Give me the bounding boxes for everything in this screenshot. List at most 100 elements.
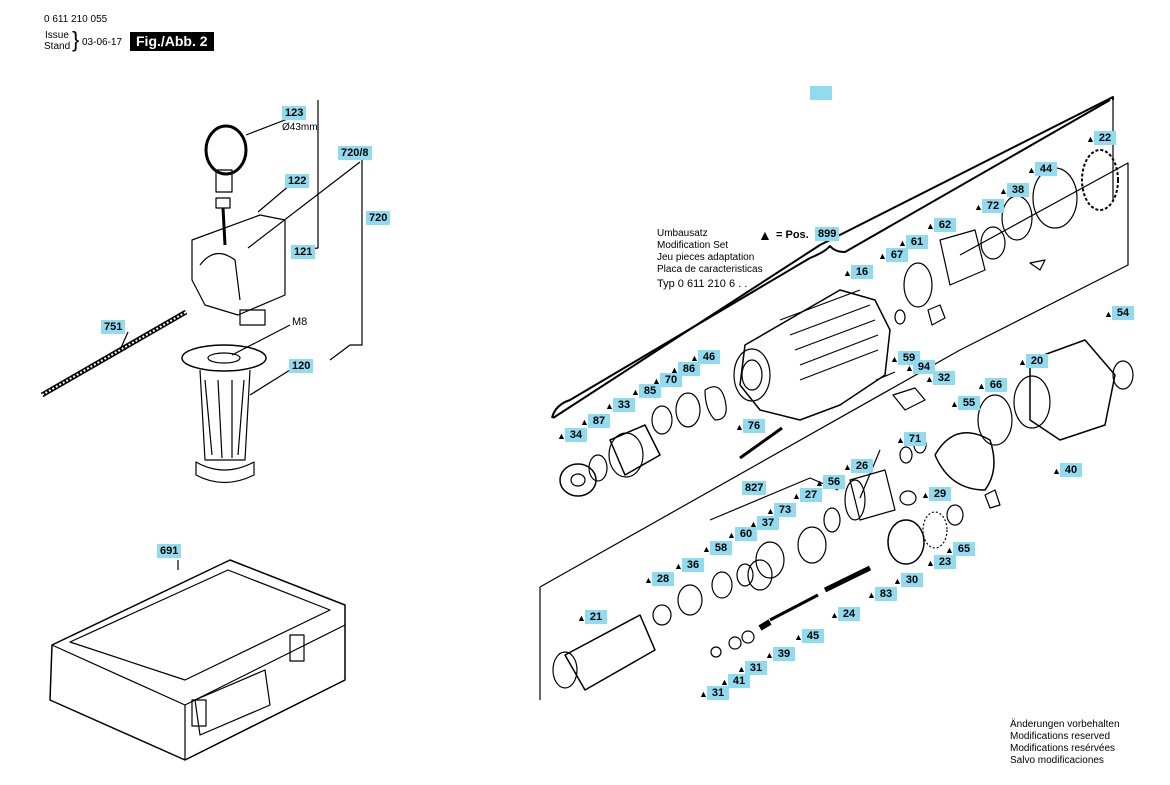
part-label: 39 bbox=[773, 647, 795, 661]
triangle-icon: ▲ bbox=[699, 689, 708, 699]
part-label: 16 bbox=[851, 265, 873, 279]
part-label: 54 bbox=[1112, 306, 1134, 320]
triangle-icon: ▲ bbox=[898, 238, 907, 248]
callout-720-8: 720/8 bbox=[338, 146, 372, 160]
issue-brace: } bbox=[72, 27, 80, 52]
triangle-icon: ▲ bbox=[792, 491, 801, 501]
callout-121: 121 bbox=[291, 245, 316, 259]
mod-line-2: Modification Set bbox=[657, 240, 729, 251]
footer-line-1: Änderungen vorbehalten bbox=[1010, 719, 1120, 730]
leader-720-8 bbox=[247, 161, 361, 249]
part-label: 61 bbox=[906, 235, 928, 249]
part-label: 44 bbox=[1035, 162, 1057, 176]
triangle-icon: ▲ bbox=[674, 561, 683, 571]
triangle-icon: ▲ bbox=[945, 545, 954, 555]
part-label: 46 bbox=[698, 350, 720, 364]
part-label: 94 bbox=[913, 360, 935, 374]
part-label: 31 bbox=[745, 661, 767, 675]
triangle-icon: ▲ bbox=[926, 558, 935, 568]
part-label: 45 bbox=[802, 629, 824, 643]
leader-m8 bbox=[231, 324, 291, 356]
leader-123 bbox=[245, 117, 291, 136]
triangle-icon: ▲ bbox=[644, 575, 653, 585]
mod-line-3: Jeu pieces adaptation bbox=[657, 252, 755, 263]
triangle-icon: ▲ bbox=[727, 530, 736, 540]
triangle-icon: ▲ bbox=[652, 376, 661, 386]
triangle-icon: ▲ bbox=[690, 353, 699, 363]
triangle-icon: ▲ bbox=[925, 374, 934, 384]
leader-120 bbox=[249, 369, 291, 396]
part-label: 36 bbox=[682, 558, 704, 572]
part-label: 33 bbox=[613, 398, 635, 412]
stand-label: Stand bbox=[44, 41, 71, 52]
part-label: 26 bbox=[851, 459, 873, 473]
triangle-icon: ▲ bbox=[794, 632, 803, 642]
part-label: 40 bbox=[1060, 463, 1082, 477]
part-label: 73 bbox=[774, 503, 796, 517]
triangle-icon: ▲ bbox=[830, 610, 839, 620]
triangle-icon: ▲ bbox=[1052, 466, 1061, 476]
triangle-icon: ▲ bbox=[702, 544, 711, 554]
part-label: 38 bbox=[1007, 183, 1029, 197]
triangle-icon: ▲ bbox=[843, 268, 852, 278]
triangle-icon: ▲ bbox=[766, 506, 775, 516]
part-label: 72 bbox=[982, 199, 1004, 213]
part-label: 30 bbox=[901, 573, 923, 587]
footer-line-3: Modifications resérvées bbox=[1010, 743, 1116, 754]
triangle-icon: ▲ bbox=[1027, 165, 1036, 175]
triangle-icon: ▲ bbox=[1104, 309, 1113, 319]
triangle-icon: ▲ bbox=[580, 417, 589, 427]
triangle-icon: ▲ bbox=[577, 613, 586, 623]
mod-line-1: Umbausatz bbox=[657, 228, 708, 239]
part-label: 85 bbox=[639, 384, 661, 398]
part-label: 20 bbox=[1026, 354, 1048, 368]
part-label: 23 bbox=[934, 555, 956, 569]
figure-tag: Fig./Abb. 2 bbox=[130, 32, 214, 51]
triangle-icon: ▲ bbox=[890, 354, 899, 364]
leader-122 bbox=[257, 184, 291, 213]
triangle-icon: ▲ bbox=[999, 186, 1008, 196]
blank-marker bbox=[810, 86, 832, 100]
part-label: 65 bbox=[953, 542, 975, 556]
part-label: 87 bbox=[588, 414, 610, 428]
part-label: 22 bbox=[1094, 131, 1116, 145]
part-label: 60 bbox=[735, 527, 757, 541]
part-label: 58 bbox=[710, 541, 732, 555]
triangle-icon: ▲ bbox=[878, 251, 887, 261]
callout-720: 720 bbox=[366, 211, 391, 225]
part-label: 28 bbox=[652, 572, 674, 586]
part-label: 21 bbox=[585, 610, 607, 624]
part-label: 62 bbox=[934, 218, 956, 232]
triangle-icon: ▲ bbox=[896, 435, 905, 445]
triangle-icon: ▲ bbox=[1086, 134, 1095, 144]
thread-note: M8 bbox=[292, 316, 308, 328]
callout-120: 120 bbox=[289, 359, 314, 373]
mod-line-4: Placa de caracteristicas bbox=[657, 264, 763, 275]
part-label: 71 bbox=[904, 432, 926, 446]
triangle-icon: ▲ bbox=[867, 590, 876, 600]
triangle-icon: ▲ bbox=[749, 519, 758, 529]
part-label: 67 bbox=[886, 248, 908, 262]
part-label: 41 bbox=[728, 674, 750, 688]
part-label: 29 bbox=[929, 487, 951, 501]
triangle-icon: ▲ bbox=[631, 387, 640, 397]
part-label: 83 bbox=[875, 587, 897, 601]
part-label: 56 bbox=[823, 475, 845, 489]
part-label: 31 bbox=[707, 686, 729, 700]
part-label: 37 bbox=[757, 516, 779, 530]
triangle-icon: ▲ bbox=[720, 677, 729, 687]
part-label: 34 bbox=[565, 428, 587, 442]
part-label: 86 bbox=[678, 362, 700, 376]
issue-date: 03-06-17 bbox=[82, 37, 123, 48]
mod-pos-text: = Pos. bbox=[776, 229, 809, 241]
triangle-icon: ▲ bbox=[950, 399, 959, 409]
callout-122: 122 bbox=[285, 174, 310, 188]
part-label: 32 bbox=[933, 371, 955, 385]
triangle-icon: ▲ bbox=[765, 650, 774, 660]
part-number: 0 611 210 055 bbox=[44, 14, 108, 25]
part-label: 24 bbox=[838, 607, 860, 621]
callout-751: 751 bbox=[101, 320, 126, 334]
diameter-note: Ø43mm bbox=[282, 122, 318, 133]
triangle-icon: ▲ bbox=[557, 431, 566, 441]
